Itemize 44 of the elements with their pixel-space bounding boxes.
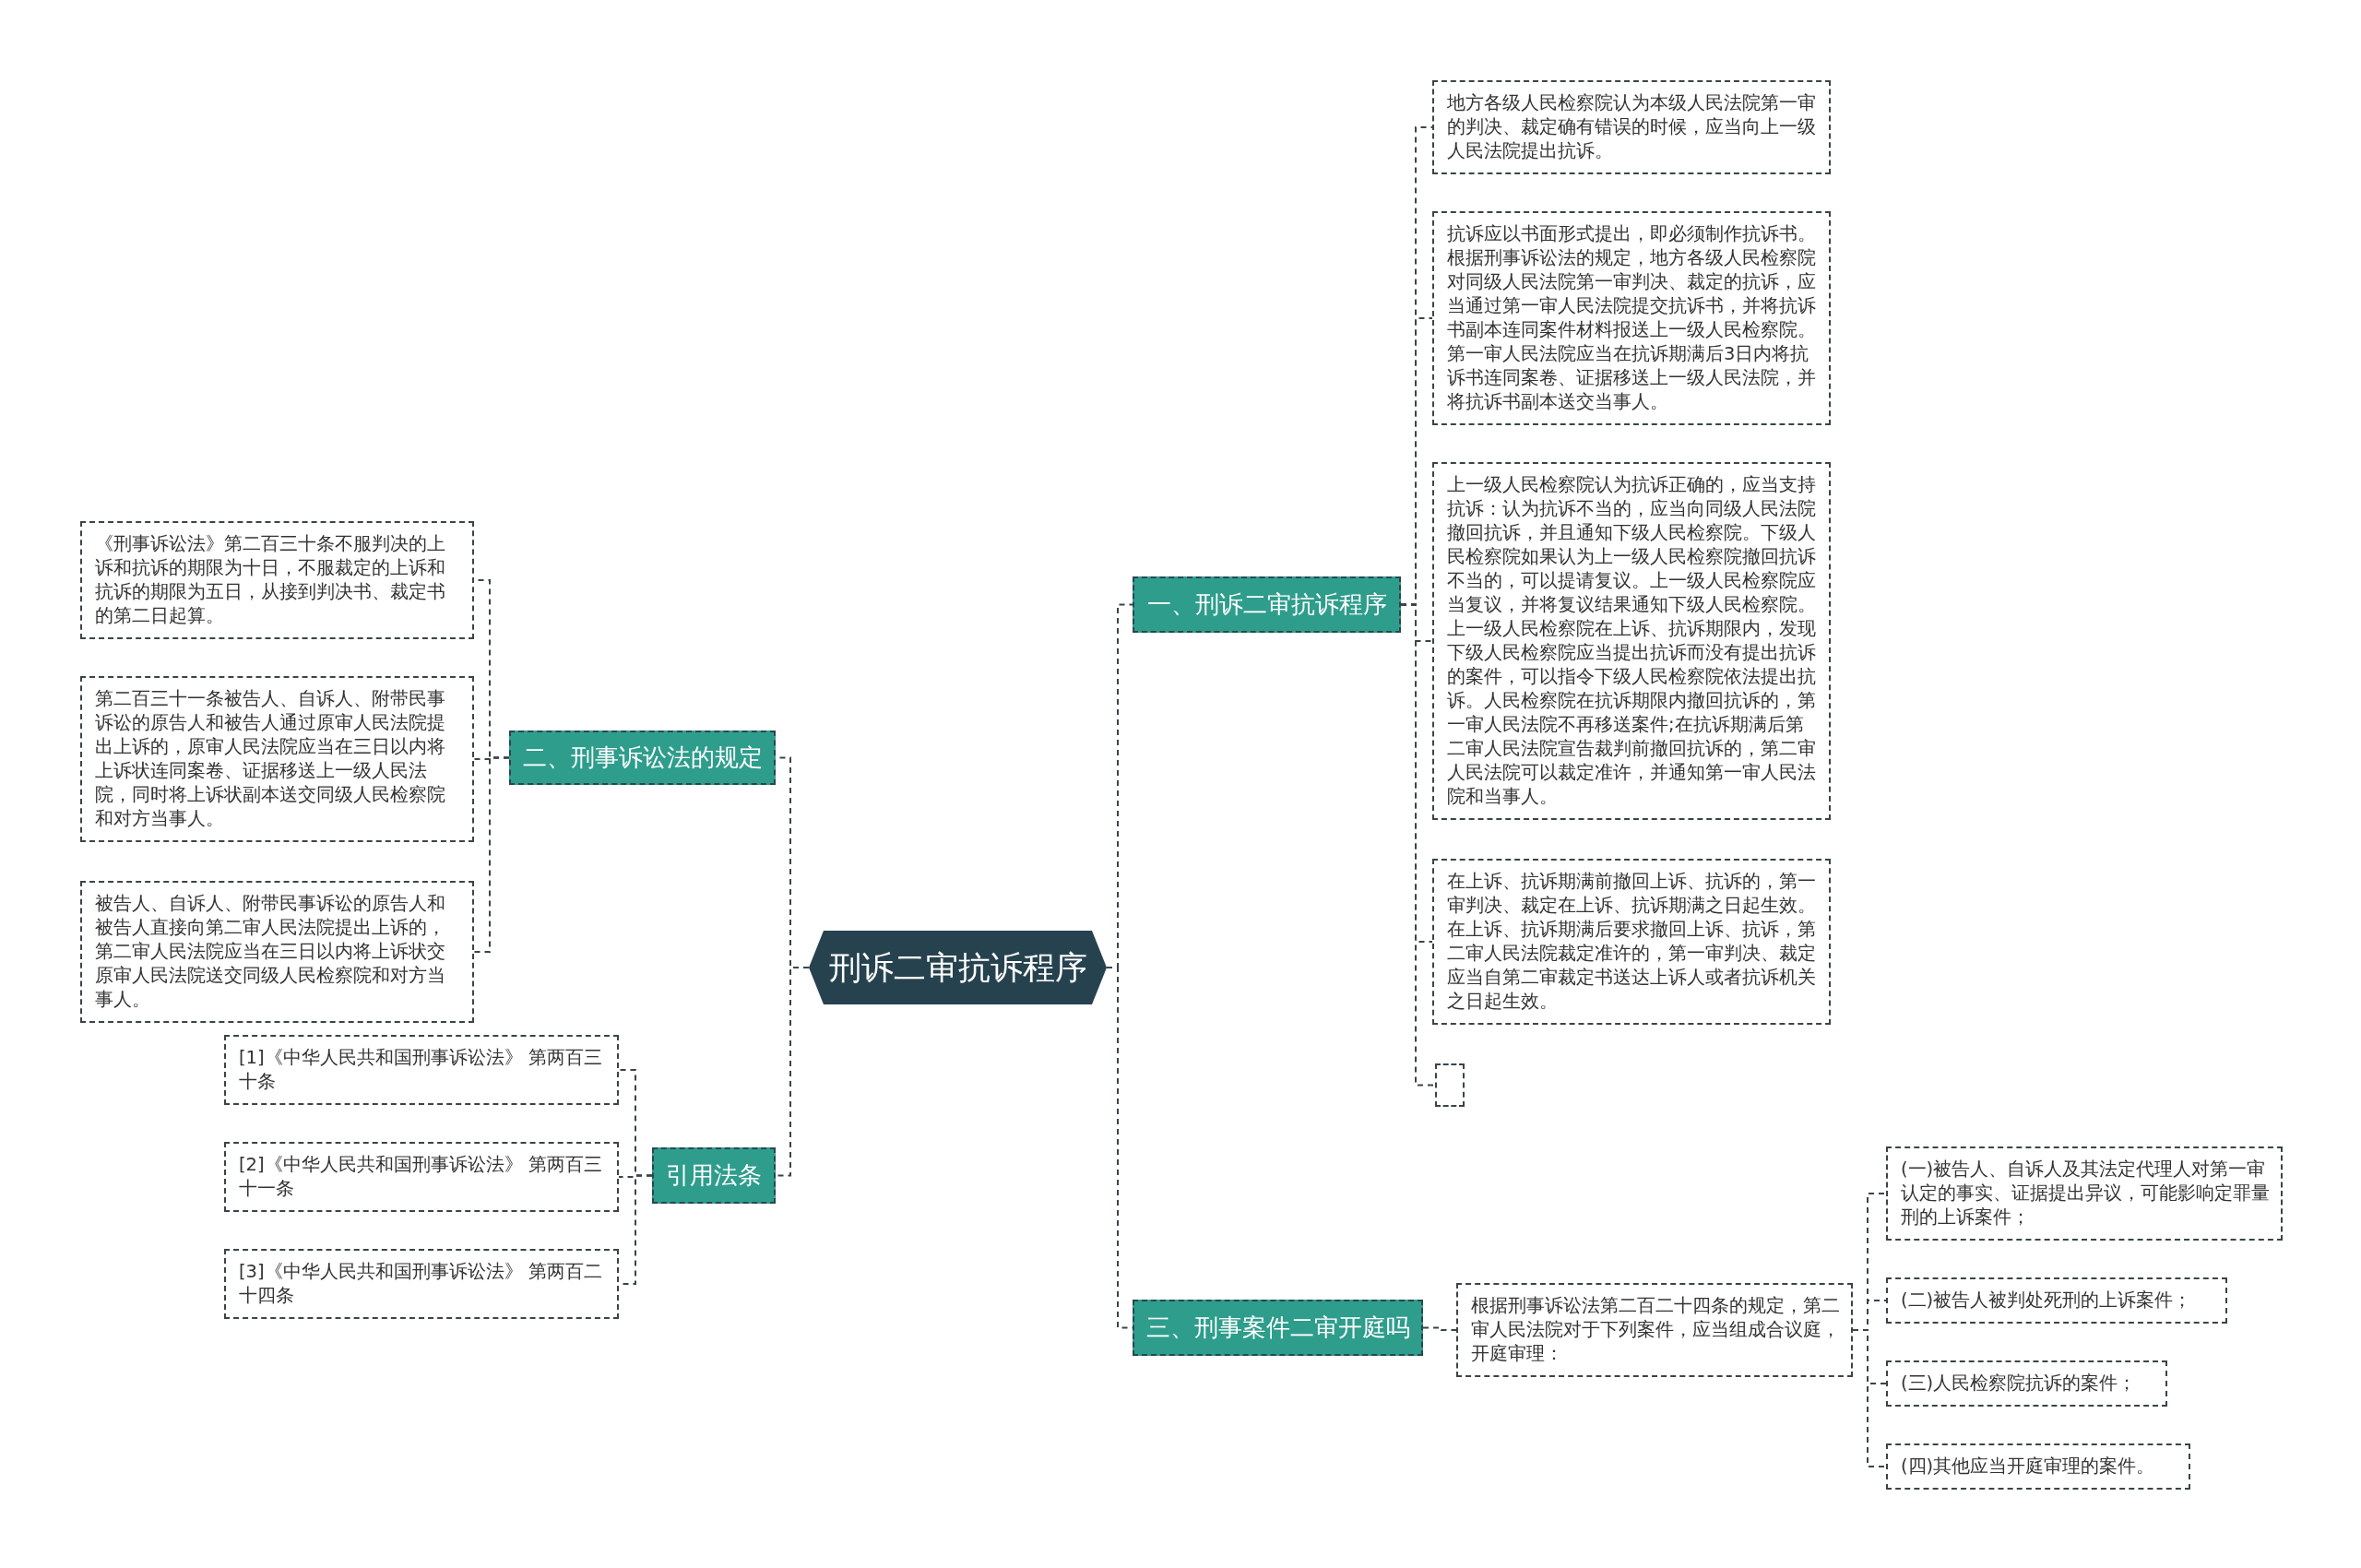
- note-box: [1886, 1146, 2283, 1241]
- note-box: [1456, 1283, 1853, 1377]
- connector-line: [1422, 1326, 1457, 1331]
- branch-label: 二、刑事诉讼法的规定: [522, 742, 763, 773]
- note-box: [1432, 211, 1831, 425]
- note-box: [1886, 1277, 2227, 1324]
- note-box: [80, 881, 474, 1023]
- branch-label: 一、刑诉二审抗诉程序: [1146, 589, 1387, 620]
- note-text: 在上诉、抗诉期满前撤回上诉、抗诉的，第一审判决、裁定在上诉、抗诉期满之日起生效。在上诉、抗诉期满后要求撤回上诉、抗诉，第二审人民法院裁定准许的，第一审判决、裁定应当自第二审裁定书送达上诉人或者抗诉机关之日起生效。: [1447, 871, 1816, 1012]
- note-text: 抗诉应以书面形式提出，即必须制作抗诉书。根据刑事诉讼法的规定，地方各级人民检察院对同级人民法院第一审判决、裁定的抗诉，应当通过第一审人民法院提交抗诉书，并将抗诉书副本连同案件材料报送上一级人民检察院。第一审人民法院应当在抗诉期满后3日内将抗诉书连同案卷、证据移送上一级人民法院，并将抗诉书副本送交当事人。: [1447, 223, 1816, 412]
- note-text: 根据刑事诉讼法第二百二十四条的规定，第二审人民法院对于下列案件，应当组成合议庭，开庭审理：: [1471, 1295, 1840, 1364]
- central-topic-node: [809, 931, 1107, 1004]
- topic-title: 刑诉二审抗诉程序: [828, 947, 1087, 988]
- note-text: [3]《中华人民共和国刑事诉讼法》 第两百二十四条: [239, 1261, 602, 1306]
- note-box: [1886, 1443, 2190, 1490]
- note-text: (一)被告人、自诉人及其法定代理人对第一审认定的事实、证据提出异议，可能影响定罪量刑的上诉案件；: [1901, 1158, 2270, 1228]
- note-box: [224, 1249, 619, 1319]
- note-text: [1]《中华人民共和国刑事诉讼法》 第两百三十条: [239, 1047, 602, 1092]
- branch-topic-box: [509, 731, 776, 785]
- note-text: 地方各级人民检察院认为本级人民法院第一审的判决、裁定确有错误的时候，应当向上一级人民法院提出抗诉。: [1447, 92, 1816, 161]
- branch-topic-box: [652, 1147, 776, 1204]
- note-box: [224, 1035, 619, 1105]
- note-box: [80, 676, 474, 842]
- note-text: 被告人、自诉人、附带民事诉讼的原告人和被告人直接向第二审人民法院提出上诉的，第二审人民法院应当在三日以内将上诉状交原审人民法院送交同级人民检察院和对方当事人。: [95, 893, 445, 1010]
- note-text: 上一级人民检察院认为抗诉正确的，应当支持抗诉：认为抗诉不当的，应当向同级人民法院撤回抗诉，并且通知下级人民检察院。下级人民检察院如果认为上一级人民检察院撤回抗诉不当的，可以提请复议。上一级人民检察院应当复议，并将复议结果通知下级人民检察院。上一级人民检察院在上诉、抗诉期限内，发现下级人民检察院应当提出抗诉而没有提出抗诉的案件，可以指令下级人民检察院依法提出抗诉。人民检察院在抗诉期限内撤回抗诉的，第一审人民法院不再移送案件;在抗诉期满后第二审人民法院宣告裁判前撤回抗诉的，第二审人民法院可以裁定准许，并通知第一审人民法院和当事人。: [1447, 474, 1816, 807]
- branch-label: 三、刑事案件二审开庭吗: [1145, 1313, 1410, 1343]
- note-box: [1886, 1360, 2167, 1407]
- note-text: (四)其他应当开庭审理的案件。: [1901, 1455, 2155, 1477]
- note-box: [1432, 80, 1831, 174]
- connector-line: [1852, 1329, 1887, 1467]
- note-box: [224, 1142, 619, 1212]
- note-text: (三)人民检察院抗诉的案件；: [1901, 1372, 2137, 1394]
- branch-topic-box: [1133, 1300, 1423, 1356]
- note-text: (二)被告人被判处死刑的上诉案件；: [1901, 1289, 2192, 1311]
- note-text: [2]《中华人民共和国刑事诉讼法》 第两百三十一条: [239, 1154, 602, 1199]
- empty-note-box: [1435, 1063, 1465, 1107]
- branch-topic-box: [1133, 576, 1401, 633]
- note-box: [1432, 859, 1831, 1025]
- note-text: 《刑事诉讼法》第二百三十条不服判决的上诉和抗诉的期限为十日，不服裁定的上诉和抗诉的期限为五日，从接到判决书、裁定书的第二日起算。: [95, 533, 445, 626]
- note-box: [80, 521, 474, 639]
- branch-label: 引用法条: [666, 1160, 762, 1191]
- note-text: 第二百三十一条被告人、自诉人、附带民事诉讼的原告人和被告人通过原审人民法院提出上诉的，原审人民法院应当在三日以内将上诉状连同案卷、证据移送上一级人民法院，同时将上诉状副本送交同级人民检察院和对方当事人。: [95, 688, 445, 829]
- connector-line: [473, 756, 510, 953]
- connector-line: [1400, 603, 1436, 1087]
